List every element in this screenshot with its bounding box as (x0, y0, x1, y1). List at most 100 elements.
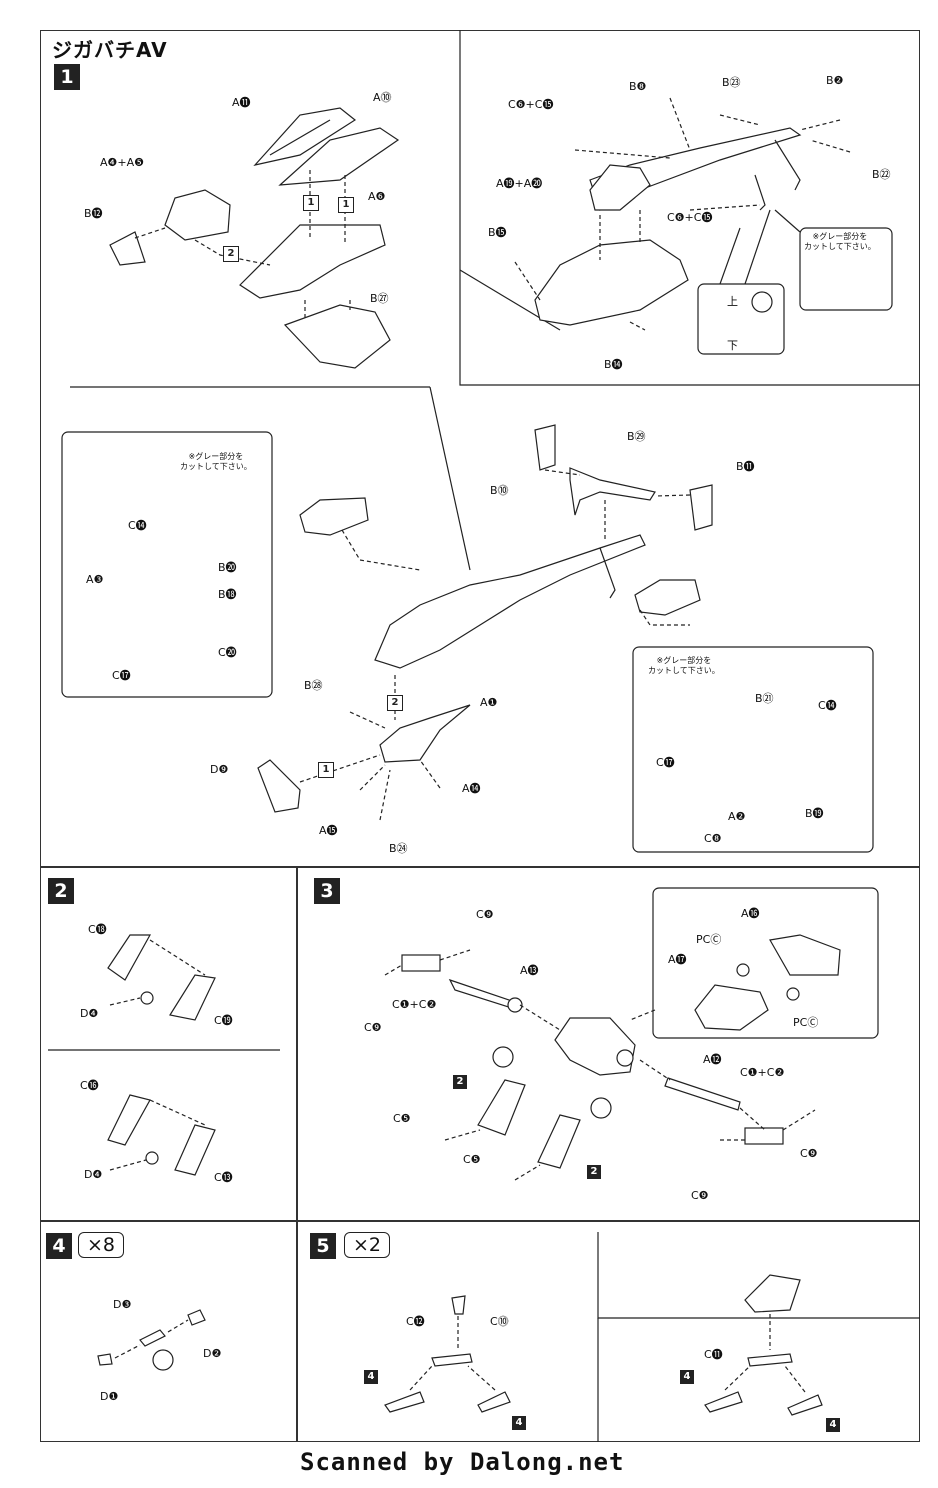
label-b29: B㉙ (627, 430, 646, 443)
label-b20: B⓴ (218, 561, 237, 574)
part-a12-shaft (664, 1077, 741, 1111)
callout-1c: 1 (318, 762, 334, 778)
callout-2-step3a: 2 (453, 1075, 467, 1089)
label-c14-right: C⓮ (818, 699, 837, 712)
part-a1-chin (379, 704, 471, 763)
label-b28: B㉘ (304, 679, 323, 692)
label-c5-top: C❺ (393, 1112, 411, 1125)
label-b21: B㉑ (755, 692, 774, 705)
label-c6-c15-top: C❻+C⓯ (508, 98, 554, 111)
part-tail-wing (534, 424, 713, 531)
part-lower-body (534, 239, 689, 326)
part-a13-torso (554, 1017, 636, 1076)
label-b19: B⓳ (805, 807, 824, 820)
part-d3-d2-d1-pin (97, 1309, 206, 1366)
step-1-badge: 1 (54, 64, 80, 90)
label-d1: D❶ (100, 1390, 119, 1403)
part-a16-a17-head (694, 934, 841, 1031)
label-c20: C⓴ (218, 646, 237, 659)
part-c10-c12-hand (431, 1295, 473, 1367)
part-a4-a5 (164, 189, 231, 241)
label-b23: B㉓ (722, 76, 741, 89)
divider-leader (429, 386, 471, 571)
warning-icon (751, 291, 773, 313)
label-a14: A⓮ (462, 782, 481, 795)
part-a19-a20-body (589, 164, 651, 211)
step-5-badge: 5 (310, 1233, 336, 1259)
part-c18-arm (107, 934, 152, 981)
warning-icon-3b (590, 1097, 612, 1119)
part-c1-c2-lower (744, 1127, 784, 1145)
step1-frame (40, 30, 920, 868)
label-c9-left: C❾ (364, 1021, 382, 1034)
step5-frame (296, 1220, 920, 1442)
part-d4-a (140, 991, 154, 1005)
part-d9 (257, 759, 301, 813)
label-b24: B㉔ (389, 842, 408, 855)
label-c8: C❽ (704, 832, 722, 845)
up-label: 上 (727, 295, 738, 308)
label-c14-left: C⓮ (128, 519, 147, 532)
label-c9-bottom: C❾ (691, 1189, 709, 1202)
label-a17: A⓱ (668, 953, 687, 966)
label-b14: B⓮ (604, 358, 623, 371)
cut-note-right-mid: ※グレー部分を カットして下さい。 (648, 656, 720, 675)
label-a4-a5: A❹+A❺ (100, 156, 144, 169)
part-a13-shaft (448, 978, 523, 1013)
label-a1: A❶ (480, 696, 498, 709)
label-c10: C⓾ (490, 1315, 509, 1328)
cut-note-left-mid: ※グレー部分を カットして下さい。 (180, 452, 252, 471)
part-c16-arm (107, 1094, 151, 1146)
label-a12: A⓬ (703, 1053, 722, 1066)
label-c13: C⓭ (214, 1171, 233, 1184)
step2-frame (40, 866, 298, 1222)
step3-frame (296, 866, 920, 1222)
part-c11-hand (744, 1274, 801, 1367)
part-c19-arm (169, 974, 216, 1021)
part-a11 (253, 107, 357, 166)
step3-head-box (652, 887, 879, 1039)
callout-4c: 4 (680, 1370, 694, 1384)
label-d2: D❷ (203, 1347, 222, 1360)
label-c12: C⓬ (406, 1315, 425, 1328)
label-a10: A⓾ (373, 91, 392, 104)
part-c13-arm (174, 1124, 216, 1176)
label-b22: B㉒ (872, 168, 891, 181)
label-c18: C⓲ (88, 923, 107, 936)
step-3-badge: 3 (314, 878, 340, 904)
down-label: 下 (727, 339, 738, 352)
step4-frame (40, 1220, 298, 1442)
label-a6: A❻ (368, 190, 386, 203)
label-a2: A❷ (728, 810, 746, 823)
part-c1-c2-upper (401, 954, 441, 972)
label-c1-c2-bottom: C❶+C❷ (740, 1066, 785, 1079)
label-b10: B⓾ (490, 484, 509, 497)
label-b12: B⓬ (84, 207, 103, 220)
label-c9-right: C❾ (800, 1147, 818, 1160)
label-a11: A⓫ (232, 96, 251, 109)
callout-2a: 2 (223, 246, 239, 262)
part-leg-left (477, 1079, 526, 1136)
label-a3: A❸ (86, 573, 104, 586)
callout-2b: 2 (387, 695, 403, 711)
label-b15: B⓯ (488, 226, 507, 239)
left-subassembly-box (61, 431, 273, 698)
callout-4d: 4 (826, 1418, 840, 1432)
step-5-quantity: ×2 (344, 1232, 391, 1258)
label-c19: C⓳ (214, 1014, 233, 1027)
label-d9: D❾ (210, 763, 229, 776)
callout-2-step3b: 2 (587, 1165, 601, 1179)
label-pcc-bottom: PCⒸ (793, 1016, 819, 1029)
scan-credit: Scanned by Dalong.net (300, 1448, 625, 1476)
label-d4-top: D❹ (80, 1007, 99, 1020)
callout-4a: 4 (364, 1370, 378, 1384)
label-c16: C⓰ (80, 1079, 99, 1092)
part-skid (754, 174, 766, 211)
step-4-quantity: ×8 (78, 1232, 125, 1258)
part-engine-pod-left (299, 497, 369, 536)
label-a16: A⓰ (741, 907, 760, 920)
cut-note-box (799, 227, 893, 311)
label-c11: C⓫ (704, 1348, 723, 1361)
label-c17-left: C⓱ (112, 669, 131, 682)
